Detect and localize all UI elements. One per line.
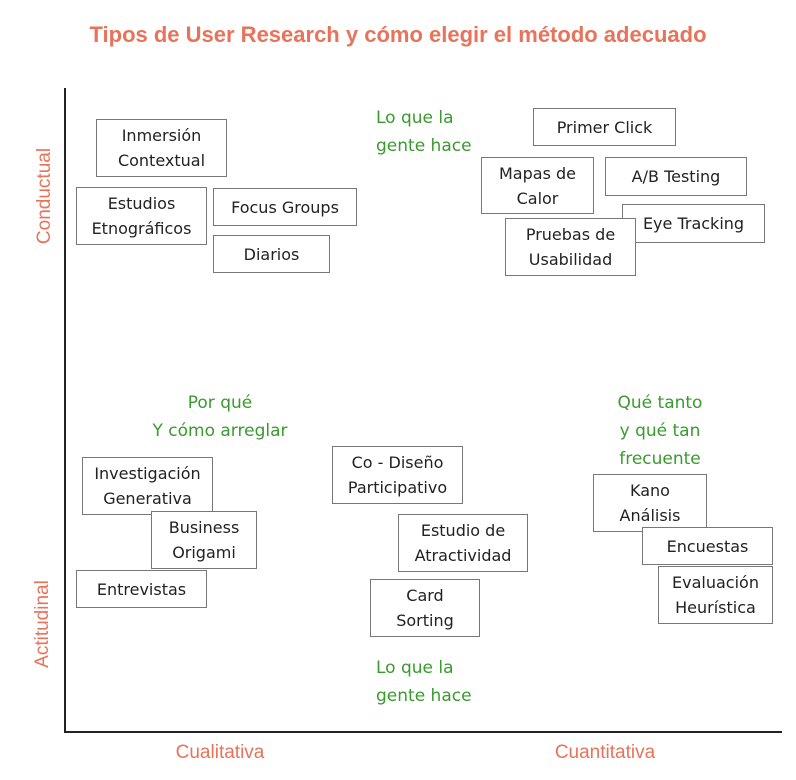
method-card-sorting: Card Sorting xyxy=(370,579,480,637)
method-estudios-etnograficos: Estudios Etnográficos xyxy=(76,187,207,245)
x-axis-label-cualitativa: Cualitativa xyxy=(175,742,265,763)
method-ab-testing: A/B Testing xyxy=(605,157,747,196)
diagram-title: Tipos de User Research y cómo elegir el … xyxy=(89,22,707,47)
x-axis-label-cuantitativa: Cuantitativa xyxy=(554,742,656,763)
method-diarios: Diarios xyxy=(213,235,330,273)
method-evaluacion-heuristica: Evaluación Heurística xyxy=(658,566,773,624)
y-axis-label-conductual: Conductual xyxy=(34,147,55,245)
method-estudio-de-atractividad: Estudio de Atractividad xyxy=(398,514,528,572)
method-inmersion-contextual: Inmersión Contextual xyxy=(96,119,227,177)
method-entrevistas: Entrevistas xyxy=(76,570,207,608)
note-bottom: Lo que la gente hace xyxy=(376,658,472,706)
y-axis-line xyxy=(64,88,66,733)
note-right: Qué tanto y qué tan frecuente xyxy=(617,393,703,469)
method-focus-groups: Focus Groups xyxy=(213,188,357,226)
x-axis-line xyxy=(64,731,782,733)
note-left: Por qué Y cómo arreglar xyxy=(152,393,288,441)
note-top: Lo que la gente hace xyxy=(376,108,472,156)
method-business-origami: Business Origami xyxy=(151,511,257,569)
method-encuestas: Encuestas xyxy=(642,527,773,565)
method-investigacion-generativa: Investigación Generativa xyxy=(82,457,213,515)
method-kano-analisis: Kano Análisis xyxy=(593,474,707,532)
y-axis-label-actitudinal: Actitudinal xyxy=(32,580,53,668)
method-eye-tracking: Eye Tracking xyxy=(622,204,765,243)
method-pruebas-de-usabilidad: Pruebas de Usabilidad xyxy=(505,218,636,276)
method-primer-click: Primer Click xyxy=(533,108,676,146)
method-mapas-de-calor: Mapas de Calor xyxy=(481,157,594,214)
method-co-diseno-participativo: Co - Diseño Participativo xyxy=(332,446,463,504)
